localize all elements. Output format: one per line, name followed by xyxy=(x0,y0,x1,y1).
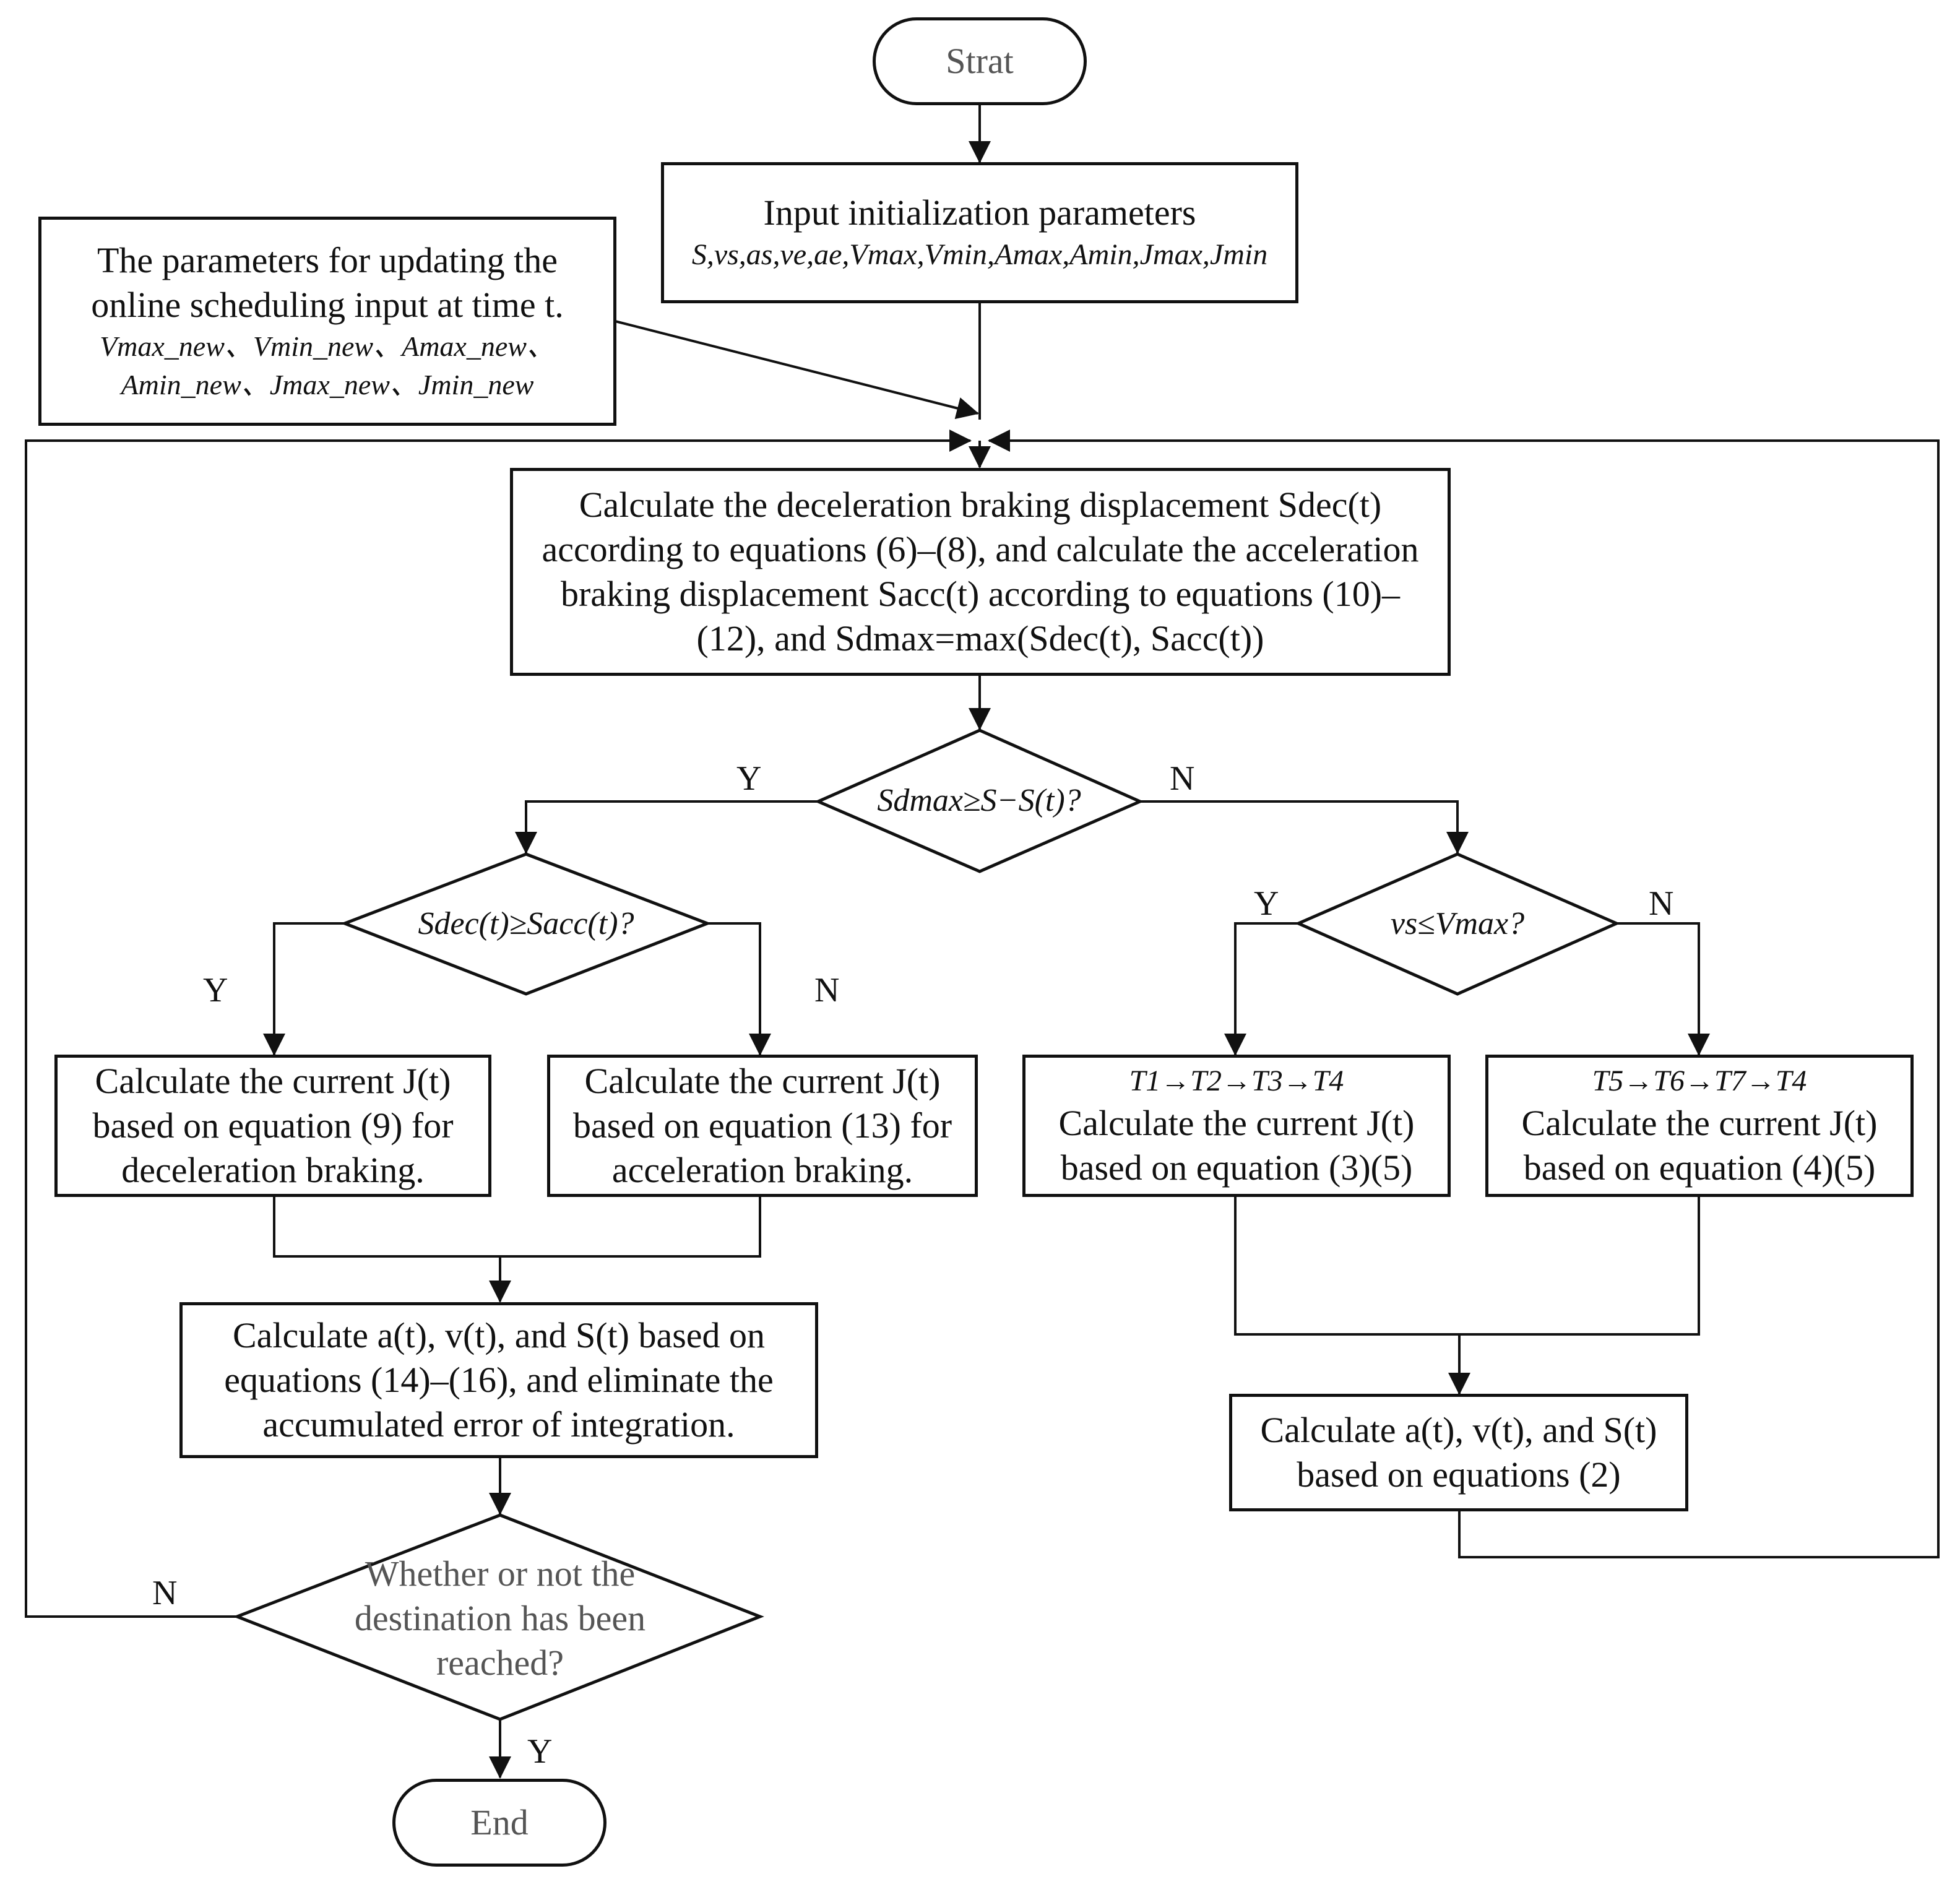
decision-left: Sdec(t)≥Sacc(t)? xyxy=(345,854,707,994)
edge-right-merge xyxy=(1234,1197,1700,1336)
calc-45-text: Calculate the current J(t) based on equa… xyxy=(1521,1103,1878,1188)
update-params-line-2: Amin_new、Jmax_new、Jmin_new xyxy=(121,369,534,400)
decision-dest: Whether or not the destination has been … xyxy=(322,1541,678,1696)
update-params-line-1: Vmax_new、Vmin_new、Amax_new、 xyxy=(100,330,555,362)
edge-main-yes xyxy=(515,800,818,854)
calc-avs-left-box: Calculate a(t), v(t), and S(t) based on … xyxy=(179,1302,818,1458)
label-dest-yes: Y xyxy=(527,1732,553,1771)
label-main-yes: Y xyxy=(736,759,762,798)
label-left-no: N xyxy=(814,971,840,1009)
seq-a-text: T1→T2→T3→T4 xyxy=(1129,1065,1344,1097)
calc-dec-box: Calculate the current J(t) based on equa… xyxy=(54,1055,491,1197)
edge-loop-right xyxy=(988,430,1940,1558)
update-params-box: The parameters for updating the online s… xyxy=(38,217,616,426)
calc-acc-box: Calculate the current J(t) based on equa… xyxy=(547,1055,978,1197)
label-right-no: N xyxy=(1649,884,1674,923)
init-params-box: Input initialization parameters S,vs,as,… xyxy=(661,162,1298,303)
edge-main-no xyxy=(1140,800,1469,854)
calc-avs-right-box: Calculate a(t), v(t), and S(t) based on … xyxy=(1229,1394,1688,1511)
end-label: End xyxy=(470,1802,529,1842)
calc-35-box: T1→T2→T3→T4 Calculate the current J(t) b… xyxy=(1022,1055,1451,1197)
end-terminal: End xyxy=(392,1779,607,1867)
calc-dec-text: Calculate the current J(t) based on equa… xyxy=(92,1061,454,1190)
edge-left-merge xyxy=(273,1197,761,1258)
decision-dest-text: Whether or not the destination has been … xyxy=(354,1553,646,1683)
init-params-list: S,vs,as,ve,ae,Vmax,Vmin,Amax,Amin,Jmax,J… xyxy=(691,238,1268,271)
decision-right: vs≤Vmax? xyxy=(1298,854,1617,994)
calc-35-text: Calculate the current J(t) based on equa… xyxy=(1058,1103,1415,1188)
decision-right-text: vs≤Vmax? xyxy=(1390,906,1525,941)
edge-update-merge xyxy=(612,319,979,420)
label-main-no: N xyxy=(1170,759,1195,798)
update-params-title: The parameters for updating the online s… xyxy=(91,240,564,325)
edge-left-no xyxy=(707,922,771,1056)
label-dest-no: N xyxy=(152,1574,178,1612)
init-params-title: Input initialization parameters xyxy=(763,192,1196,233)
decision-main-text: Sdmax≥S−S(t)? xyxy=(877,783,1081,818)
start-label: Strat xyxy=(946,41,1014,81)
label-left-yes: Y xyxy=(203,971,228,1009)
calc-displacement-text: Calculate the deceleration braking displ… xyxy=(542,485,1419,659)
edge-left-yes xyxy=(263,922,345,1056)
decision-right-shape xyxy=(1294,852,1621,996)
edge-right-no xyxy=(1617,922,1710,1056)
label-right-yes: Y xyxy=(1254,884,1279,923)
calc-avs-left-text: Calculate a(t), v(t), and S(t) based on … xyxy=(224,1315,774,1445)
decision-left-text: Sdec(t)≥Sacc(t)? xyxy=(418,906,634,941)
edge-right-yes xyxy=(1224,922,1298,1056)
decision-main: Sdmax≥S−S(t)? xyxy=(818,730,1140,871)
calc-avs-right-text: Calculate a(t), v(t), and S(t) based on … xyxy=(1260,1410,1657,1495)
decision-dest-shape xyxy=(233,1513,764,1721)
decision-main-shape xyxy=(814,728,1144,873)
calc-displacement-box: Calculate the deceleration braking displ… xyxy=(510,468,1451,676)
start-terminal: Strat xyxy=(873,17,1087,105)
calc-45-box: T5→T6→T7→T4 Calculate the current J(t) b… xyxy=(1485,1055,1914,1197)
decision-left-shape xyxy=(340,852,712,996)
seq-b-text: T5→T6→T7→T4 xyxy=(1592,1065,1807,1097)
calc-acc-text: Calculate the current J(t) based on equa… xyxy=(572,1061,952,1190)
edge-loop-left xyxy=(25,430,972,1618)
